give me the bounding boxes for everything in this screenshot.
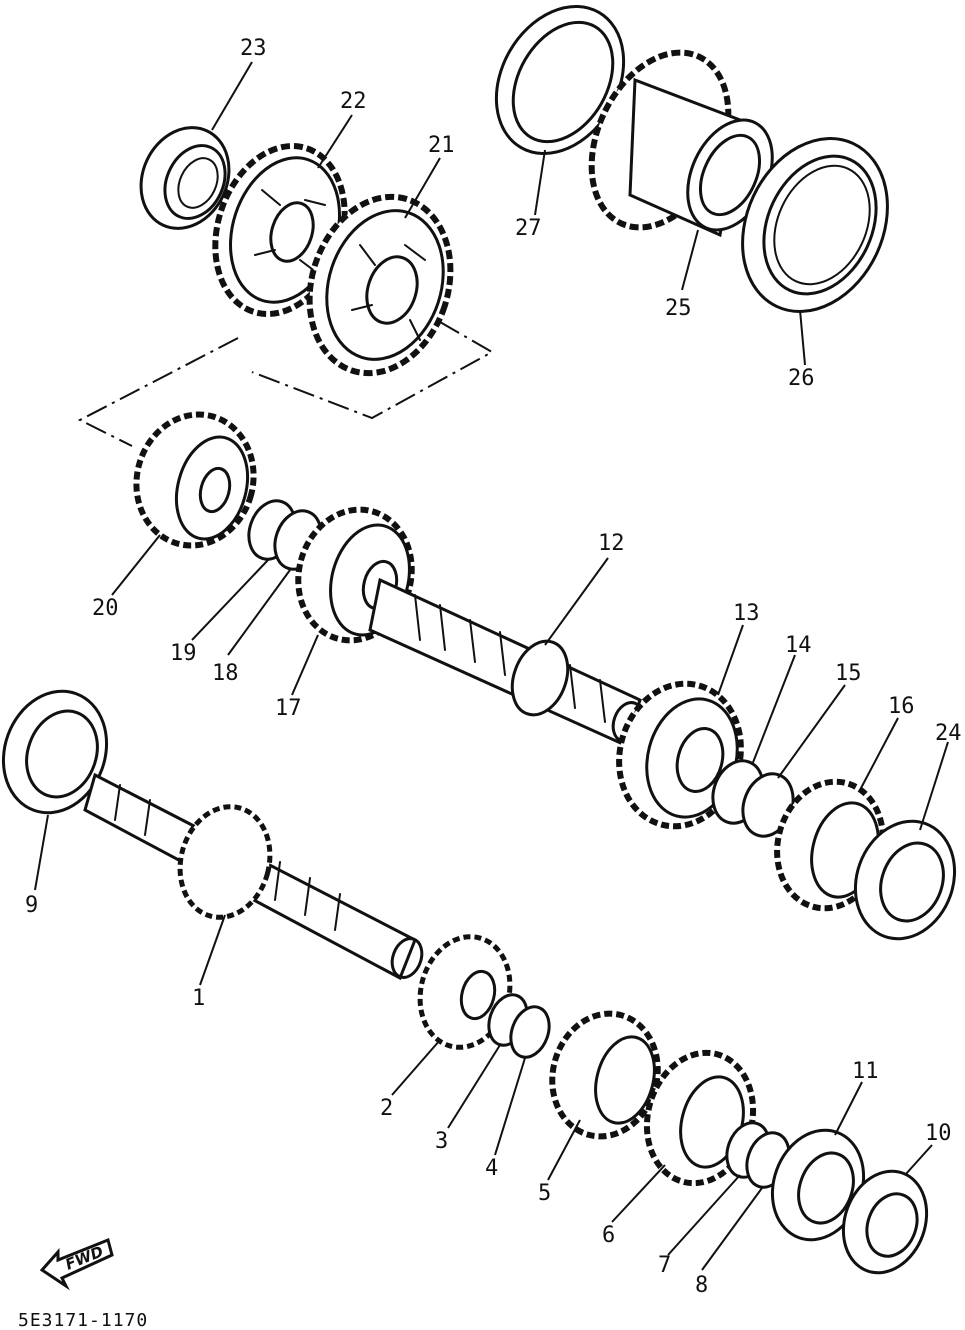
diagram-part-code: 5E3171-1170 — [18, 1310, 148, 1330]
callout-4: 4 — [485, 1156, 498, 1181]
part-1-axle — [83, 772, 424, 981]
callout-16: 16 — [888, 694, 915, 719]
callout-19: 19 — [170, 641, 197, 666]
part-4-circlip — [509, 1005, 551, 1059]
part-12-axle — [368, 577, 645, 748]
callout-6: 6 — [602, 1223, 615, 1248]
callout-2: 2 — [380, 1096, 393, 1121]
part-2-gear — [417, 934, 513, 1050]
callout-27: 27 — [515, 216, 542, 241]
part-9-bearing — [1, 689, 109, 815]
callout-labels: 23 22 21 27 25 26 20 19 18 17 12 13 14 1… — [25, 36, 962, 1298]
callout-25: 25 — [665, 296, 692, 321]
callout-8: 8 — [695, 1273, 708, 1298]
callout-11: 11 — [852, 1059, 879, 1084]
callout-22: 22 — [340, 89, 367, 114]
callout-12: 12 — [598, 531, 625, 556]
callout-14: 14 — [785, 633, 812, 658]
leader-lines — [34, 61, 949, 1271]
callout-9: 9 — [25, 893, 38, 918]
callout-13: 13 — [733, 601, 760, 626]
callout-7: 7 — [658, 1253, 671, 1278]
part-10-bearing — [841, 1169, 929, 1275]
callout-10: 10 — [925, 1121, 952, 1146]
callout-5: 5 — [538, 1181, 551, 1206]
part-24-bearing — [853, 819, 957, 941]
part-23-bearing — [139, 126, 231, 230]
callout-26: 26 — [788, 366, 815, 391]
part-27-bearing — [494, 4, 626, 156]
callout-1: 1 — [192, 986, 205, 1011]
part-20-gear — [133, 411, 257, 549]
callout-20: 20 — [92, 596, 119, 621]
alignment-frame — [77, 321, 495, 447]
callout-3: 3 — [435, 1129, 448, 1154]
part-26-bearing — [741, 137, 889, 313]
callout-17: 17 — [275, 696, 302, 721]
callout-21: 21 — [428, 133, 455, 158]
part-5-gear — [549, 1010, 661, 1140]
forward-direction-arrow: FWD — [39, 1237, 114, 1291]
callout-15: 15 — [835, 661, 862, 686]
callout-23: 23 — [240, 36, 267, 61]
part-21-gear — [306, 193, 454, 377]
callout-24: 24 — [935, 721, 962, 746]
callout-18: 18 — [212, 661, 239, 686]
